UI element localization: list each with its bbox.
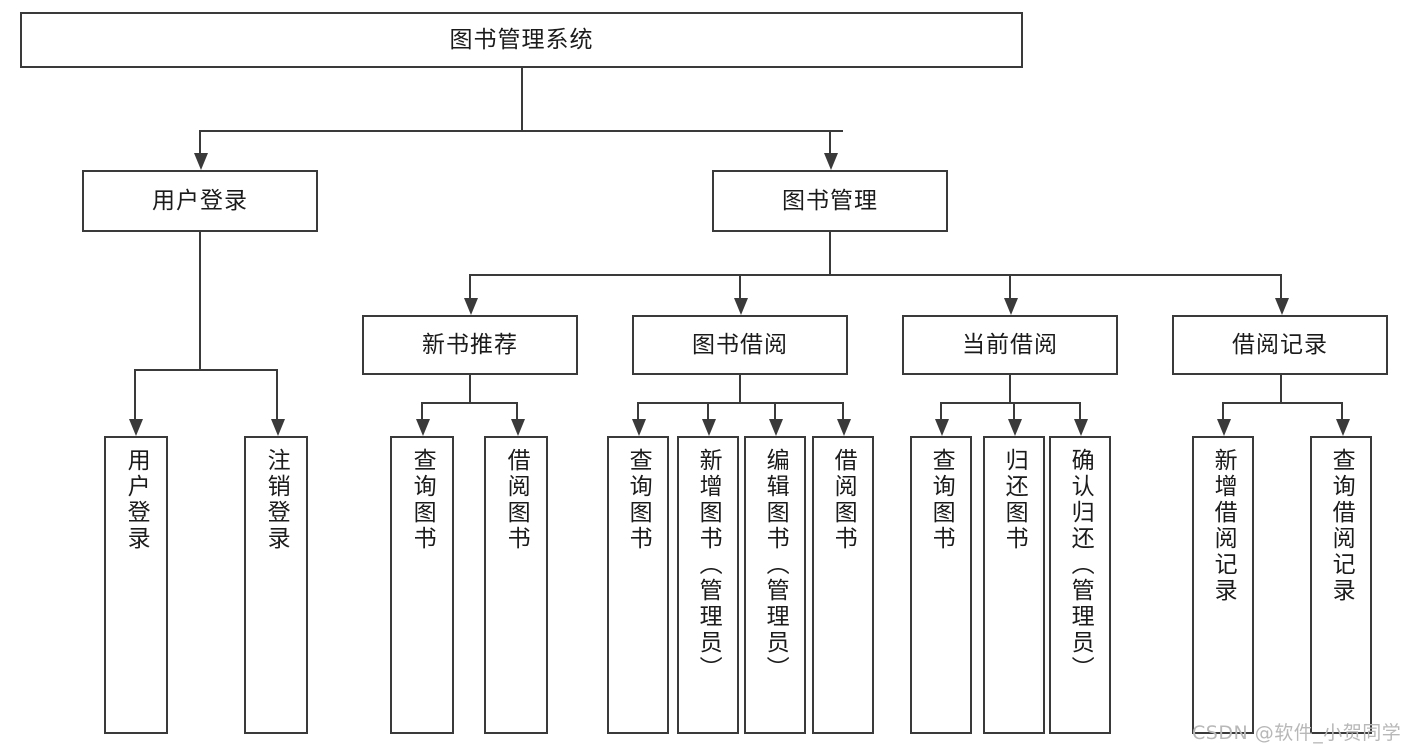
- connector-group-arrow: [271, 419, 285, 436]
- connector-group-drop: [637, 402, 639, 419]
- leaf-node[interactable]: 查询图书: [910, 436, 972, 734]
- leaf-node-label: 编辑图书（管理员）: [762, 448, 789, 682]
- leaf-node-label: 新增借阅记录: [1210, 448, 1237, 604]
- leaf-node-label: 借阅图书: [830, 448, 857, 552]
- connector-group-drop: [1341, 402, 1343, 419]
- leaf-node[interactable]: 查询借阅记录: [1310, 436, 1372, 734]
- connector-group-drop: [1079, 402, 1081, 419]
- leaf-node-label: 用户登录: [123, 448, 150, 552]
- connector-group-bus: [421, 402, 516, 404]
- node-label: 图书管理系统: [449, 26, 594, 53]
- connector-group-arrow: [837, 419, 851, 436]
- connector-group-arrow: [1336, 419, 1350, 436]
- connector-group-drop: [276, 369, 278, 419]
- connector-group-drop: [940, 402, 942, 419]
- node-book-management[interactable]: 图书管理: [712, 170, 948, 232]
- node-label: 新书推荐: [422, 331, 518, 358]
- connector-books-arrow: [464, 298, 478, 315]
- connector-group-stem: [1280, 375, 1282, 402]
- connector-group-drop: [774, 402, 776, 419]
- leaf-node-label: 注销登录: [263, 448, 290, 552]
- connector-root-drop: [829, 130, 831, 153]
- connector-books-drop: [1280, 274, 1282, 298]
- leaf-node-label: 确认归还（管理员）: [1067, 448, 1094, 682]
- connector-group-arrow: [416, 419, 430, 436]
- leaf-node[interactable]: 用户登录: [104, 436, 168, 734]
- connector-books-arrow: [734, 298, 748, 315]
- connector-group-arrow: [1008, 419, 1022, 436]
- leaf-node-label: 查询图书: [625, 448, 652, 552]
- connector-group-drop: [516, 402, 518, 419]
- node-label: 当前借阅: [962, 331, 1058, 358]
- connector-group-stem: [739, 375, 741, 402]
- connector-group-arrow: [129, 419, 143, 436]
- leaf-node[interactable]: 借阅图书: [812, 436, 874, 734]
- connector-root-bus: [199, 130, 843, 132]
- leaf-node-label: 归还图书: [1001, 448, 1028, 552]
- connector-books-arrow: [1275, 298, 1289, 315]
- node-current-borrowing[interactable]: 当前借阅: [902, 315, 1118, 375]
- node-borrowing-records[interactable]: 借阅记录: [1172, 315, 1388, 375]
- connector-books-stem: [829, 232, 831, 274]
- connector-group-stem: [199, 232, 201, 369]
- connector-group-bus: [134, 369, 276, 371]
- node-book-borrowing[interactable]: 图书借阅: [632, 315, 848, 375]
- leaf-node-label: 新增图书（管理员）: [695, 448, 722, 682]
- connector-group-arrow: [632, 419, 646, 436]
- connector-group-arrow: [702, 419, 716, 436]
- connector-group-stem: [469, 375, 471, 402]
- connector-group-drop: [1013, 402, 1015, 419]
- leaf-node[interactable]: 注销登录: [244, 436, 308, 734]
- connector-root-drop: [199, 130, 201, 153]
- node-label: 借阅记录: [1232, 331, 1328, 358]
- connector-group-drop: [842, 402, 844, 419]
- node-user-login[interactable]: 用户登录: [82, 170, 318, 232]
- connector-group-drop: [421, 402, 423, 419]
- connector-group-bus: [1222, 402, 1341, 404]
- leaf-node-label: 查询图书: [409, 448, 436, 552]
- connector-books-drop: [1009, 274, 1011, 298]
- connector-root-arrow: [824, 153, 838, 170]
- connector-books-bus: [469, 274, 1281, 276]
- connector-group-drop: [1222, 402, 1224, 419]
- connector-group-arrow: [511, 419, 525, 436]
- node-label: 图书管理: [782, 187, 878, 214]
- connector-books-drop: [469, 274, 471, 298]
- connector-books-arrow: [1004, 298, 1018, 315]
- connector-group-drop: [707, 402, 709, 419]
- leaf-node[interactable]: 归还图书: [983, 436, 1045, 734]
- connector-root-arrow: [194, 153, 208, 170]
- leaf-node[interactable]: 新增图书（管理员）: [677, 436, 739, 734]
- leaf-node[interactable]: 新增借阅记录: [1192, 436, 1254, 734]
- leaf-node[interactable]: 编辑图书（管理员）: [744, 436, 806, 734]
- connector-group-arrow: [935, 419, 949, 436]
- leaf-node-label: 借阅图书: [503, 448, 530, 552]
- node-root-book-management-system[interactable]: 图书管理系统: [20, 12, 1023, 68]
- connector-group-bus: [637, 402, 842, 404]
- leaf-node[interactable]: 查询图书: [390, 436, 454, 734]
- leaf-node-label: 查询图书: [928, 448, 955, 552]
- connector-group-bus: [940, 402, 1080, 404]
- leaf-node[interactable]: 查询图书: [607, 436, 669, 734]
- connector-books-drop: [739, 274, 741, 298]
- leaf-node[interactable]: 确认归还（管理员）: [1049, 436, 1111, 734]
- node-new-book-recommendation[interactable]: 新书推荐: [362, 315, 578, 375]
- connector-group-drop: [134, 369, 136, 419]
- node-label: 图书借阅: [692, 331, 788, 358]
- connector-group-arrow: [769, 419, 783, 436]
- connector-group-stem: [1009, 375, 1011, 402]
- leaf-node-label: 查询借阅记录: [1328, 448, 1355, 604]
- connector-root-stem: [521, 68, 523, 130]
- leaf-node[interactable]: 借阅图书: [484, 436, 548, 734]
- connector-group-arrow: [1074, 419, 1088, 436]
- node-label: 用户登录: [152, 187, 248, 214]
- connector-group-arrow: [1217, 419, 1231, 436]
